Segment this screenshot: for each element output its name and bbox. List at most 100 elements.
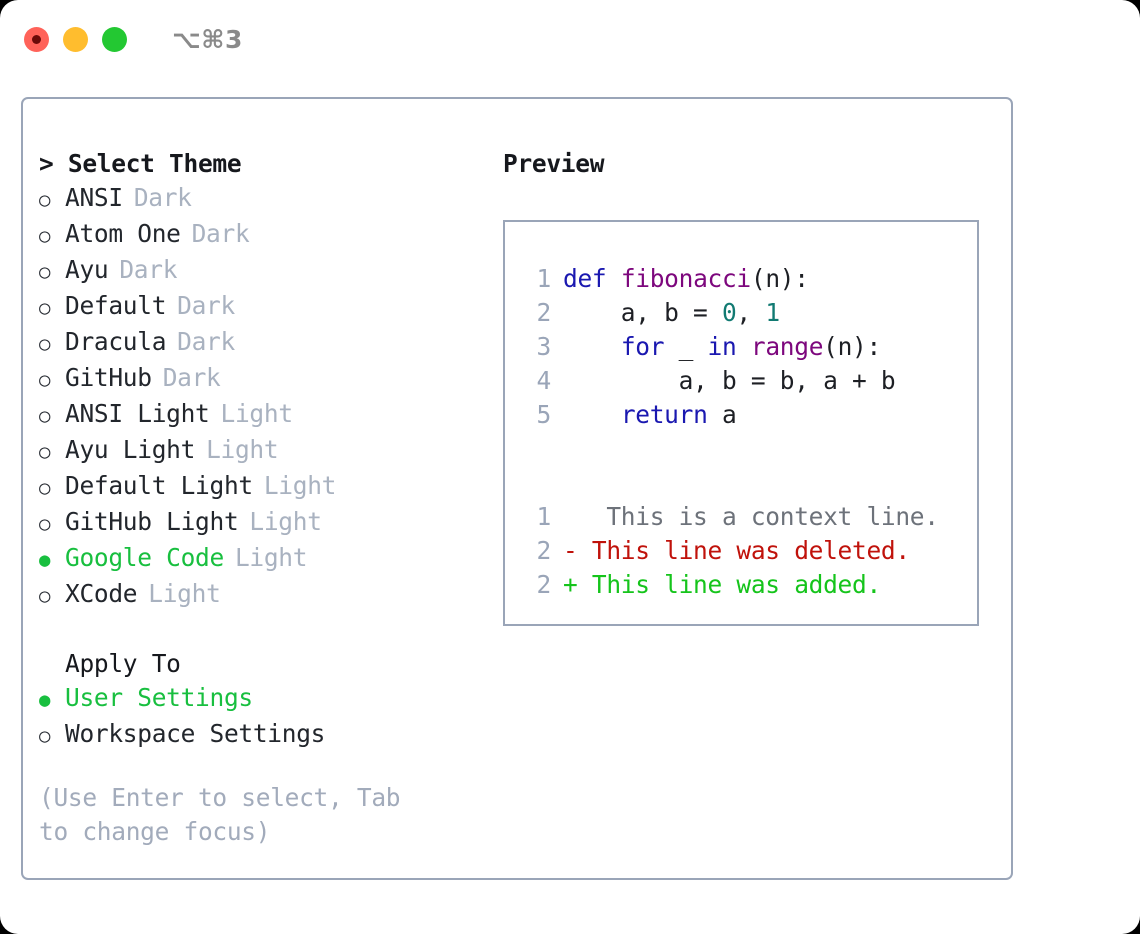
diff-line-text: This line was added. xyxy=(577,570,881,599)
code-line-text: for _ in range(n): xyxy=(563,330,881,364)
theme-variant-tag: Dark xyxy=(177,327,235,356)
apply-to-option-user-settings[interactable]: ●User Settings xyxy=(39,681,489,717)
theme-option-label: Atom One xyxy=(65,219,181,248)
theme-option-dracula[interactable]: ○ Dracula Dark xyxy=(39,325,489,361)
code-token-plain xyxy=(563,332,621,361)
theme-variant-tag: Dark xyxy=(133,183,192,212)
radio-selected-icon: ● xyxy=(39,689,51,711)
code-line-text: a, b = 0, 1 xyxy=(563,296,780,330)
code-token-plain: a, b = b, a + b xyxy=(563,366,896,395)
radio-unselected-icon: ○ xyxy=(39,585,51,607)
code-line-number: 4 xyxy=(536,366,552,395)
theme-variant-tag: Light xyxy=(249,507,322,536)
radio-unselected-icon: ○ xyxy=(39,297,51,319)
code-token-fn: fibonacci xyxy=(620,264,751,293)
code-line: 5 return a xyxy=(521,398,977,432)
close-button-icon[interactable] xyxy=(24,26,49,52)
radio-unselected-icon: ○ xyxy=(39,725,51,747)
code-line-text: def fibonacci(n): xyxy=(563,262,809,296)
code-line-text: a, b = b, a + b xyxy=(563,364,896,398)
apply-to-header: Apply To xyxy=(65,649,181,678)
diff-line-number: 2 xyxy=(536,536,552,565)
theme-option-label: ANSI xyxy=(65,183,123,212)
code-line: 3 for _ in range(n): xyxy=(521,330,977,364)
radio-unselected-icon: ○ xyxy=(39,513,51,535)
theme-option-atom-one[interactable]: ○ Atom One Dark xyxy=(39,217,489,253)
code-token-plain: a, b = xyxy=(563,298,722,327)
diff-line-number: 1 xyxy=(536,502,552,531)
code-token-plain: a xyxy=(707,400,737,429)
code-token-plain: _ xyxy=(664,332,708,361)
theme-option-label: GitHub xyxy=(65,363,152,392)
theme-option-label: Default xyxy=(65,291,167,320)
code-token-plain: (n): xyxy=(823,332,881,361)
theme-option-label: ANSI Light xyxy=(65,399,210,428)
theme-option-label: Ayu xyxy=(65,255,109,284)
theme-variant-tag: Light xyxy=(220,399,294,428)
radio-unselected-icon: ○ xyxy=(39,405,51,427)
diff-marker-del: - xyxy=(563,536,578,565)
theme-option-default-light[interactable]: ○ Default Light Light xyxy=(39,469,489,505)
code-token-kw: return xyxy=(620,400,708,429)
preview-title: Preview xyxy=(503,149,605,178)
code-line-number: 3 xyxy=(536,332,552,361)
apply-to-option-label: Workspace Settings xyxy=(65,719,326,748)
theme-option-google-code[interactable]: ● Google Code Light xyxy=(39,541,489,577)
title-bar: ⌥⌘3 xyxy=(0,0,1140,78)
theme-option-default[interactable]: ○ Default Dark xyxy=(39,289,489,325)
code-line: 4 a, b = b, a + b xyxy=(521,364,977,398)
theme-option-ansi-light[interactable]: ○ ANSI Light Light xyxy=(39,397,489,433)
theme-variant-tag: Dark xyxy=(162,363,221,392)
code-line-text: return a xyxy=(563,398,737,432)
code-token-kw: in xyxy=(707,332,737,361)
code-token-num: 0 xyxy=(721,298,737,327)
apply-to-option-workspace-settings[interactable]: ○ Workspace Settings xyxy=(39,717,489,753)
theme-option-label: GitHub Light xyxy=(65,507,239,536)
keyboard-hint-text: (Use Enter to select, Tab to change focu… xyxy=(39,783,401,846)
theme-option-label: Ayu Light xyxy=(65,435,196,464)
theme-variant-tag: Light xyxy=(234,543,308,572)
radio-unselected-icon: ○ xyxy=(39,333,51,355)
diff-line-del: 2- This line was deleted. xyxy=(521,534,977,568)
code-token-kw: for xyxy=(620,332,665,361)
radio-selected-icon: ● xyxy=(39,549,51,571)
theme-variant-tag: Light xyxy=(206,435,279,464)
radio-unselected-icon: ○ xyxy=(39,477,51,499)
code-line: 1 def fibonacci(n): xyxy=(521,262,977,296)
theme-variant-tag: Light xyxy=(148,579,221,608)
radio-unselected-icon: ○ xyxy=(39,225,51,247)
theme-variant-tag: Light xyxy=(263,471,337,500)
theme-option-label: Dracula xyxy=(65,327,167,356)
radio-unselected-icon: ○ xyxy=(39,261,51,283)
code-line-number: 5 xyxy=(536,400,552,429)
diff-sample: 1 This is a context line. 2- This line wa… xyxy=(521,500,977,602)
list-spacer xyxy=(39,613,489,647)
minimize-button-icon[interactable] xyxy=(63,26,88,52)
code-token-kw: def xyxy=(563,264,621,293)
theme-variant-tag: Dark xyxy=(191,219,250,248)
radio-unselected-icon: ○ xyxy=(39,441,51,463)
theme-option-label: Google Code xyxy=(65,543,224,572)
code-token-plain xyxy=(736,332,750,361)
theme-variant-tag: Dark xyxy=(177,291,235,320)
theme-option-github-light[interactable]: ○ GitHub Light Light xyxy=(39,505,489,541)
code-line-number: 2 xyxy=(536,298,552,327)
theme-option-label: Default Light xyxy=(65,471,253,500)
code-line-number: 1 xyxy=(536,264,552,293)
diff-line-text: This is a context line. xyxy=(577,502,939,531)
diff-marker-ctx xyxy=(563,500,577,534)
maximize-button-icon[interactable] xyxy=(102,26,127,52)
code-token-plain: (n): xyxy=(750,264,809,293)
theme-option-ayu-light[interactable]: ○ Ayu Light Light xyxy=(39,433,489,469)
